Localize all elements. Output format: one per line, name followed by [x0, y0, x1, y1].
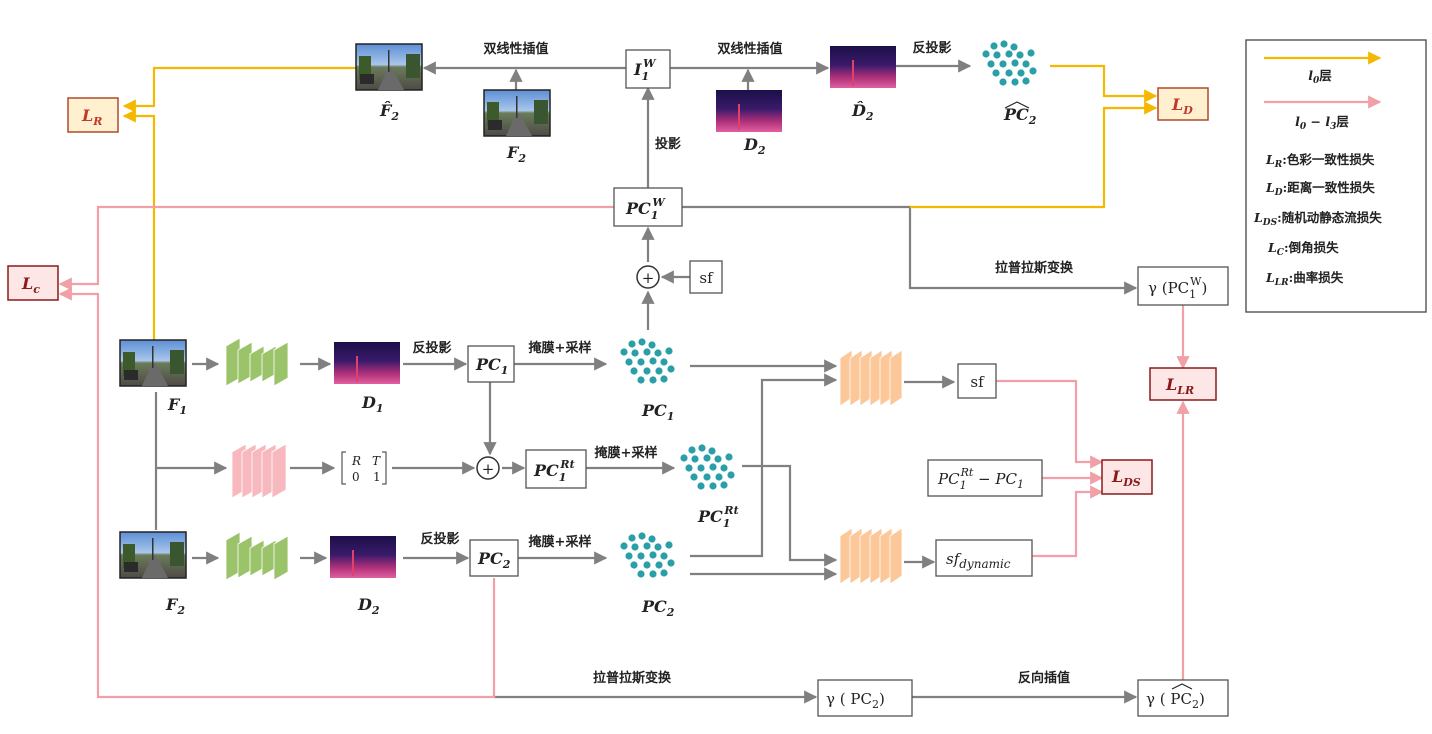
- gamma-pc2hat-label: γ ( PC2): [1146, 690, 1205, 711]
- pc1-box-label: PC1: [475, 355, 508, 377]
- svg-text:R: R: [351, 454, 361, 468]
- loss-lr-box: [67, 97, 119, 133]
- sf-dynamic-box: [935, 539, 1033, 577]
- depth1-image: [334, 342, 400, 384]
- d2-label: D2: [357, 595, 380, 617]
- gamma-pc1w-label: γ (PC1W): [1148, 275, 1207, 301]
- legend-item-lc: LC:倒角损失: [1267, 240, 1339, 258]
- f1-label: F1: [167, 395, 187, 417]
- f2hat-label: F̂2: [379, 101, 399, 123]
- i1w-box: [625, 49, 671, 89]
- gamma-pc2-box: [817, 679, 913, 717]
- project-label: 投影: [655, 136, 681, 152]
- d2hat-label: D̂2: [851, 101, 874, 123]
- legend-pink-label: l0 − l3层: [1295, 114, 1349, 132]
- frame2-image-top: [483, 89, 551, 137]
- loss-lc-box: [7, 265, 59, 301]
- f2-label: F2: [165, 595, 185, 617]
- gamma-pc1w-box: [1137, 266, 1229, 306]
- point-cloud-pc1: [620, 338, 675, 384]
- gamma-pc2hat-box: [1137, 679, 1229, 717]
- loss-ld-box: [1157, 87, 1209, 121]
- frame2-image: [119, 531, 187, 579]
- plus-symbol-middle: +: [482, 460, 495, 478]
- pc2hat-label: PC2: [1003, 105, 1037, 127]
- diff-box: [927, 459, 1043, 497]
- add-node-top: [636, 265, 660, 289]
- reverse-interp-label: 反向插值: [1018, 670, 1070, 686]
- laplace-label-bottom: 拉普拉斯变换: [593, 670, 672, 686]
- pc1rt-box-label: PC1Rt: [533, 458, 575, 484]
- pc1w-label: PC1W: [625, 196, 666, 222]
- backproject-label-top: 反投影: [912, 40, 951, 56]
- loss-lds-box: [1101, 459, 1153, 495]
- d2-top-label: D2: [743, 135, 766, 157]
- pc2-cloud-label: PC2: [641, 597, 675, 619]
- depth2-image: [330, 536, 396, 578]
- pc2-box-label: PC2: [477, 549, 511, 571]
- bilinear-label-left: 双线性插值: [483, 41, 548, 57]
- flow-net-2-icon: [839, 527, 903, 585]
- sf-label-top: sf: [699, 269, 714, 287]
- loss-ld-label: LD: [1171, 95, 1193, 117]
- svg-text:T: T: [372, 454, 381, 468]
- warped-depth-image: [830, 46, 896, 88]
- loss-lr-label: LR: [81, 106, 102, 128]
- d1-label: D1: [361, 393, 384, 415]
- point-cloud-pc2hat: [982, 40, 1037, 86]
- warped-frame-image: [355, 43, 423, 91]
- loss-llr-box: [1149, 367, 1217, 401]
- backproject-label-1: 反投影: [412, 340, 451, 356]
- frame1-image: [119, 339, 187, 387]
- pc1rt-cloud-label: PC1Rt: [697, 504, 739, 530]
- connector-lines: [58, 59, 1190, 704]
- laplace-label-top: 拉普拉斯变换: [995, 260, 1074, 276]
- sf-dynamic-label: sfdynamic: [946, 550, 1011, 571]
- mask-sample-label-1: 掩膜+采样: [529, 340, 592, 356]
- svg-text:0: 0: [352, 470, 360, 484]
- gamma-pc2-label: γ ( PC2): [826, 690, 885, 711]
- i1w-label: I1W: [633, 57, 657, 83]
- depth2-image-top: [716, 90, 782, 132]
- legend-yellow-label: l0层: [1308, 68, 1332, 86]
- legend: l0层 l0 − l3层 LR:色彩一致性损失 LD:距离一致性损失 LDS:随…: [1245, 39, 1427, 313]
- depth-net-1-icon: [225, 337, 289, 387]
- backproject-label-2: 反投影: [420, 531, 459, 547]
- loss-lc-label: Lc: [21, 274, 40, 296]
- f2-top-label: F2: [506, 143, 526, 165]
- pc1rt-box: [525, 449, 587, 489]
- bilinear-label-right: 双线性插值: [717, 41, 782, 57]
- plus-symbol-top: +: [642, 269, 655, 287]
- legend-item-lr: LR:色彩一致性损失: [1265, 152, 1375, 170]
- pc1-cloud-label: PC1: [641, 401, 674, 423]
- depth-net-2-icon: [225, 531, 289, 581]
- pose-matrix: R T 0 1: [341, 451, 387, 485]
- loss-llr-label: LLR: [1165, 375, 1194, 397]
- pose-net-icon: [231, 443, 287, 499]
- pc1w-box: [613, 187, 683, 227]
- point-cloud-pc1rt: [680, 444, 735, 490]
- sf-label: sf: [970, 373, 985, 391]
- legend-item-lds: LDS:随机动静态流损失: [1253, 210, 1382, 228]
- pc1-box: [467, 345, 515, 383]
- point-cloud-pc2: [620, 532, 675, 578]
- legend-item-llr: LLR:曲率损失: [1265, 270, 1344, 288]
- svg-text:1: 1: [373, 470, 381, 484]
- diff-label: PC1Rt − PC1: [937, 466, 1024, 492]
- sf-box: [957, 363, 997, 399]
- sf-box-top: [689, 260, 723, 294]
- pc2-box: [469, 539, 519, 577]
- flow-net-1-icon: [839, 349, 903, 407]
- add-node-middle: [476, 456, 500, 480]
- mask-sample-label-2: 掩膜+采样: [595, 445, 658, 461]
- legend-item-ld: LD:距离一致性损失: [1265, 180, 1375, 198]
- mask-sample-label-3: 掩膜+采样: [529, 534, 592, 550]
- loss-lds-label: LDS: [1111, 467, 1141, 489]
